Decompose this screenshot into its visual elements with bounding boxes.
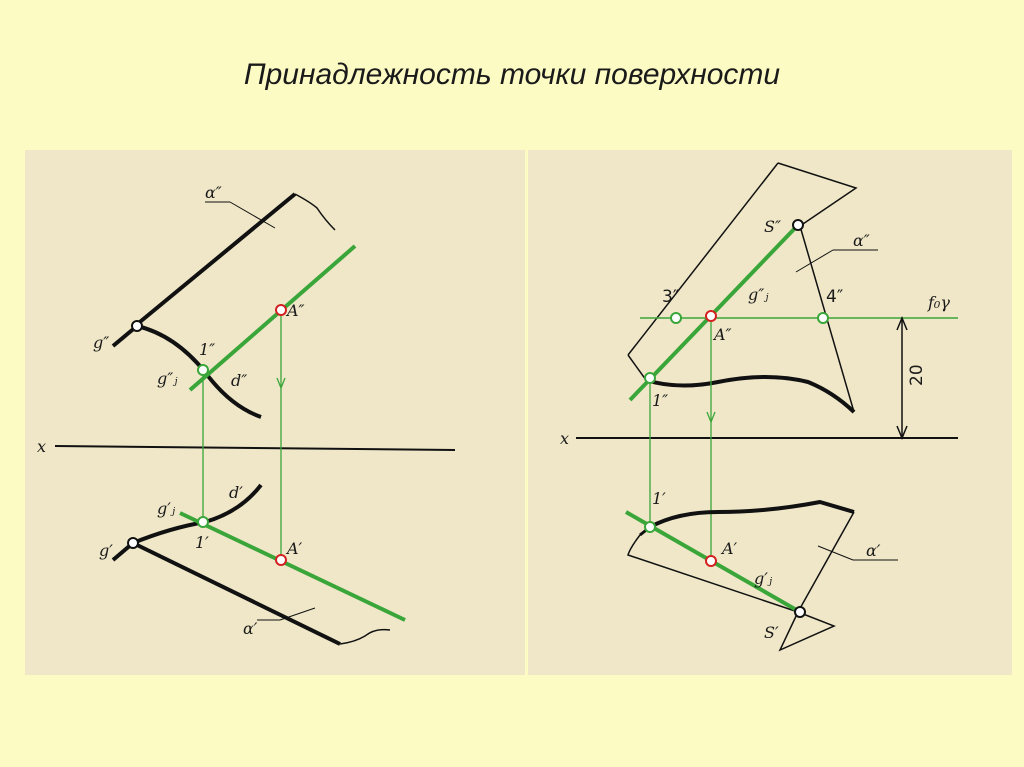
point-A2 <box>275 304 287 316</box>
point-A1 <box>275 554 287 566</box>
label-S2: S″ <box>764 217 781 236</box>
point-1-2 <box>644 372 656 384</box>
point-1-1 <box>197 516 209 528</box>
label-1-2: 1″ <box>199 340 215 359</box>
alpha2-break <box>294 193 336 231</box>
panel-background <box>25 150 525 675</box>
point-A1 <box>705 555 717 567</box>
point-3 <box>670 312 682 324</box>
cone2-left-edge <box>627 162 779 356</box>
label-g2: g″ <box>93 333 109 352</box>
label-gj2: g″ⱼ <box>748 285 769 304</box>
point-g1 <box>127 537 139 549</box>
alpha1-leader <box>279 607 316 621</box>
label-f0g: f₀γ <box>927 293 950 312</box>
label-alpha1: α′ <box>866 541 881 560</box>
label-gj2: g″ⱼ <box>157 369 178 388</box>
label-A1: A′ <box>285 539 303 558</box>
right-diagram: S″ α″ g″ⱼ 3″ 4″ f₀γ A″ 1″ 20 x 1′ A′ g′ⱼ… <box>528 150 1012 675</box>
left-diagram: α″ g″ 1″ g″ⱼ d″ A″ x d′ g′ⱼ 1′ g′ A′ α′ <box>25 150 525 675</box>
cone1-tip <box>778 611 836 652</box>
cone2-top <box>777 162 858 227</box>
alpha2-leader <box>229 201 276 229</box>
label-1-1: 1′ <box>652 489 666 508</box>
label-g1: g′ <box>99 541 113 560</box>
label-gj1: g′ⱼ <box>754 569 773 588</box>
left-diagram-panel: α″ g″ 1″ g″ⱼ d″ A″ x d′ g′ⱼ 1′ g′ A′ α′ <box>25 150 525 675</box>
alpha2-leader <box>795 249 834 273</box>
slide-title: Принадлежность точки поверхности <box>243 58 781 91</box>
label-dimension: 20 <box>907 364 927 386</box>
point-A2 <box>705 310 717 322</box>
label-3: 3″ <box>662 287 679 307</box>
panel-background <box>528 150 1012 675</box>
cone1-base <box>649 499 855 529</box>
gj2-line <box>188 244 357 392</box>
label-1-1: 1′ <box>195 533 209 552</box>
cone2-base <box>645 375 856 414</box>
point-4 <box>817 312 829 324</box>
label-d1: d′ <box>229 483 243 502</box>
right-diagram-panel: S″ α″ g″ⱼ 3″ 4″ f₀γ A″ 1″ 20 x 1′ A′ g′ⱼ… <box>528 150 1012 675</box>
label-1-2: 1″ <box>652 391 668 410</box>
point-1-1 <box>644 521 656 533</box>
alpha1-edge <box>132 541 341 646</box>
point-S1 <box>794 606 806 618</box>
label-x: x <box>560 429 569 448</box>
alpha2-edge <box>133 192 297 328</box>
cone1-right-edge <box>797 511 855 613</box>
label-A1: A′ <box>720 539 738 558</box>
label-gj1: g′ⱼ <box>157 499 176 518</box>
alpha1-break <box>339 628 391 645</box>
label-A2: A″ <box>712 325 732 344</box>
label-alpha1: α′ <box>243 619 258 638</box>
projection-arrow <box>706 411 716 424</box>
point-g2 <box>131 320 143 332</box>
label-alpha2: α″ <box>853 231 870 250</box>
cone1-left-edge <box>627 534 799 613</box>
alpha1-leader <box>817 545 854 561</box>
label-alpha2: α″ <box>205 183 222 202</box>
label-d2: d″ <box>231 371 247 390</box>
point-S2 <box>792 219 804 231</box>
label-4: 4″ <box>826 287 843 307</box>
label-S1: S′ <box>764 623 779 642</box>
x-axis <box>54 445 456 451</box>
gj1-line <box>179 511 406 622</box>
label-A2: A″ <box>285 301 305 320</box>
label-x: x <box>37 437 46 456</box>
projection-arrow <box>276 377 286 390</box>
point-1-2 <box>197 364 209 376</box>
